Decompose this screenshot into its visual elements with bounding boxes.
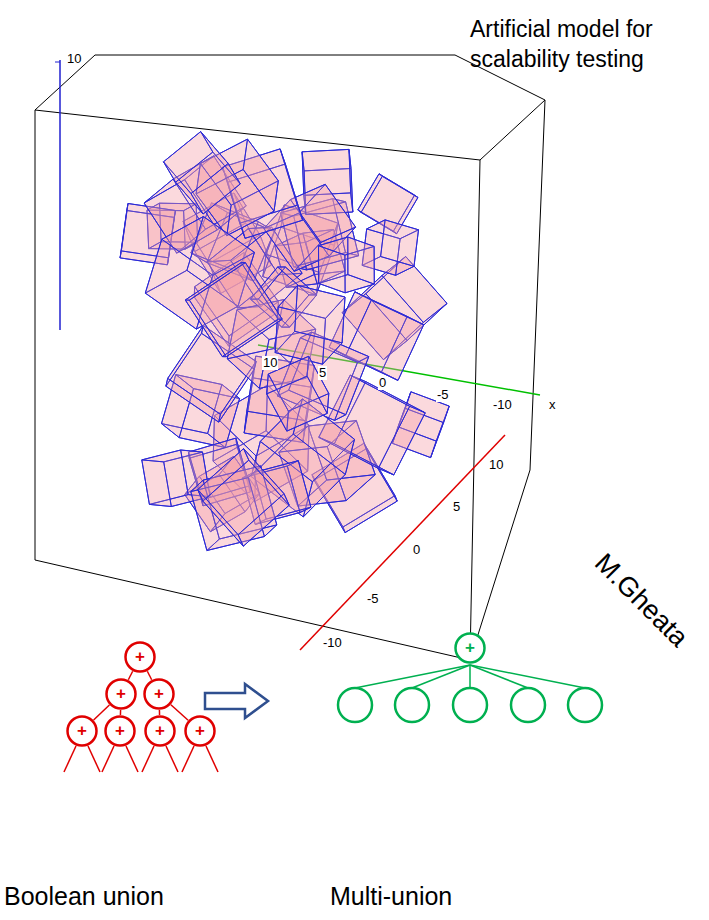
operator-symbol: + (465, 639, 475, 657)
operator-symbol: + (116, 685, 126, 703)
union-node: + (66, 715, 98, 747)
tree-edge (120, 710, 122, 715)
operator-symbol: + (135, 648, 145, 666)
union-node: + (144, 715, 176, 747)
operator-symbol: + (154, 685, 164, 703)
union-node: + (454, 632, 486, 664)
axis-tick-label: -5 (436, 388, 450, 402)
tree-edge (94, 705, 110, 720)
union-node: + (184, 715, 216, 747)
union-node: + (104, 715, 136, 747)
title: Artificial model for scalability testing (470, 14, 702, 74)
operator-symbol: + (115, 722, 125, 740)
axis-tick-label: -10 (492, 398, 513, 412)
box-cloud (120, 132, 449, 551)
tree-edge (171, 705, 188, 721)
operator-symbol: + (77, 722, 87, 740)
author-note: M.Gheata (588, 548, 694, 654)
axis-tick-label: -10 (322, 636, 343, 650)
axis-tick-label: -5 (366, 592, 380, 606)
union-node: + (143, 678, 175, 710)
operator-symbol: + (195, 722, 205, 740)
axis-name: x (548, 398, 557, 412)
tree-edge (147, 671, 151, 680)
operator-symbol: + (155, 722, 165, 740)
union-node: + (105, 678, 137, 710)
axis-tick-label: 5 (318, 366, 327, 380)
axis-tick-label: 10 (66, 52, 82, 66)
tree-edge (159, 710, 161, 715)
axis-tick-label: 0 (412, 543, 421, 557)
axis-tick-label: 10 (488, 458, 504, 472)
union-node: + (124, 641, 156, 673)
axis-tick-label: 5 (452, 500, 461, 514)
tree-edge (128, 671, 132, 680)
tree-drawing (64, 665, 602, 772)
caption-label: Multi-union (330, 882, 452, 911)
axis-tick-label: 10 (262, 356, 278, 370)
caption-label: Boolean union (4, 882, 164, 911)
axis-tick-label: 0 (378, 376, 387, 390)
